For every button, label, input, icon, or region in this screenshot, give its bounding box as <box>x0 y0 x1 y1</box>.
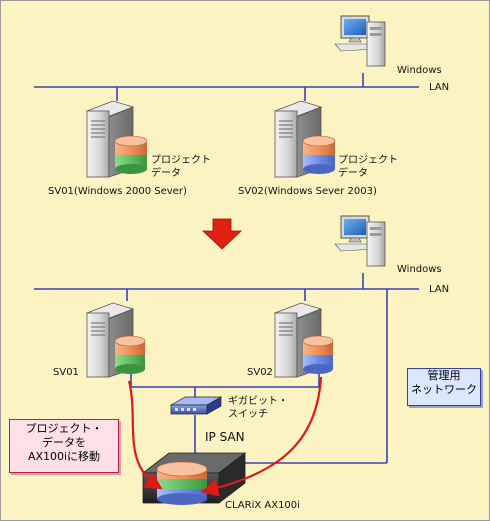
top-lan-label: LAN <box>429 82 450 93</box>
top-sv01-data-label-line2: データ <box>151 168 181 179</box>
top-windows-label: Windows <box>397 65 442 76</box>
top-sv01-disk-icon <box>114 135 148 174</box>
top-sv02-data-label-line2: データ <box>338 168 368 179</box>
top-sv02-caption: SV02(Windows Sever 2003) <box>238 186 377 197</box>
data-migration-callout: プロジェクト・ データを AX100iに移動 <box>9 419 119 473</box>
switch-label-line1: ギガビット・ <box>228 396 288 407</box>
bottom-lan-line <box>34 273 419 301</box>
top-sv02-disk-icon <box>302 135 336 174</box>
management-network-line <box>239 289 388 464</box>
bottom-windows-pc-icon <box>334 215 386 267</box>
management-network-callout: 管理用 ネットワーク <box>407 368 481 406</box>
ip-san-label: IP SAN <box>205 430 245 444</box>
bottom-sv02-label: SV02 <box>247 367 273 378</box>
clarix-storage-icon <box>141 452 247 505</box>
move-label-line3: AX100iに移動 <box>27 450 101 463</box>
storage-label: CLARiX AX100i <box>225 500 300 511</box>
top-sv01-data-label-line1: プロジェクト <box>151 155 211 166</box>
transition-arrow-icon <box>201 218 243 250</box>
move-label-line1: プロジェクト・ <box>25 422 103 435</box>
ip-san-lines <box>130 373 320 459</box>
switch-label-line2: スイッチ <box>228 409 268 420</box>
top-lan-line <box>34 73 419 101</box>
top-sv02-data-label-line1: プロジェクト <box>338 155 398 166</box>
bottom-sv01-label: SV01 <box>53 367 79 378</box>
bottom-sv01-disk-icon <box>114 335 146 374</box>
top-sv01-caption: SV01(Windows 2000 Sever) <box>48 186 187 197</box>
bottom-windows-label: Windows <box>397 264 442 275</box>
gigabit-switch-icon <box>169 396 223 415</box>
bottom-lan-label: LAN <box>429 284 450 295</box>
move-label-line2: データを <box>42 436 86 449</box>
top-windows-pc-icon <box>334 15 386 67</box>
bottom-sv02-disk-icon <box>302 335 334 374</box>
mgmt-label-line1: 管理用 <box>427 369 461 382</box>
migration-arrows <box>127 376 323 497</box>
mgmt-label-line2: ネットワーク <box>411 383 477 396</box>
